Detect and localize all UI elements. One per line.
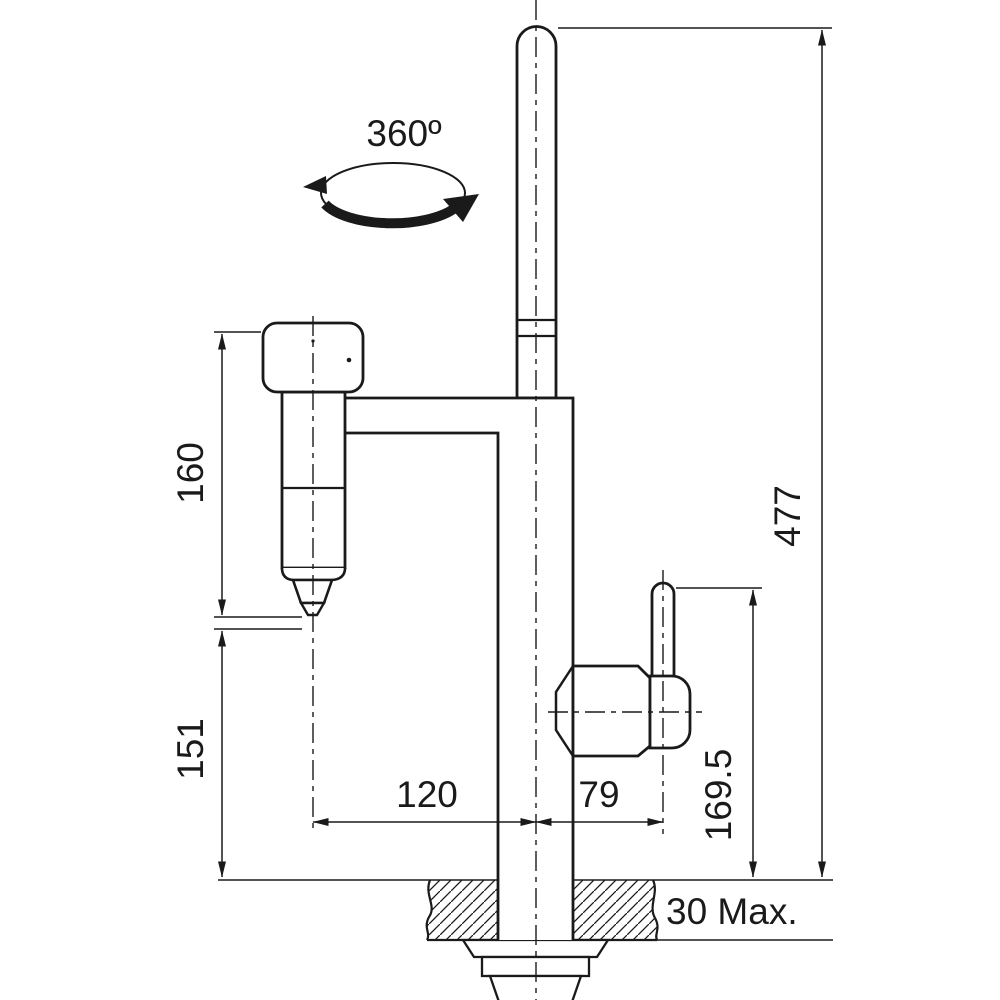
break-line-left xyxy=(425,879,433,941)
rotation-angle-label: 360º xyxy=(366,113,442,154)
side-handle xyxy=(554,581,692,758)
handle-body xyxy=(571,664,652,758)
dim-79-label: 79 xyxy=(578,774,619,815)
dispenser-cap-detail xyxy=(346,357,352,363)
handle-joint-chamfer xyxy=(554,665,575,757)
dim-30-max-label: 30 Max. xyxy=(666,891,798,932)
counter-slab-right xyxy=(571,880,658,940)
rotation-arrow-icon xyxy=(303,162,479,229)
column-fill xyxy=(344,398,573,940)
centerlines xyxy=(312,0,702,1000)
dispenser-nozzle-tip xyxy=(298,601,327,617)
dim-477-label: 477 xyxy=(767,485,808,547)
dim-160-label: 160 xyxy=(170,442,211,504)
dimension-lines xyxy=(214,27,832,878)
break-line-right xyxy=(651,879,659,941)
dimension-labels: 360º 160 151 120 79 169.5 477 30 Max. xyxy=(170,113,808,932)
dim-169-5-label: 169.5 xyxy=(698,749,739,842)
dim-151-label: 151 xyxy=(170,718,211,780)
handle-lever xyxy=(650,581,676,682)
dim-120-label: 120 xyxy=(396,774,458,815)
faucet-body xyxy=(261,25,692,940)
counter-slab-left xyxy=(426,880,500,940)
dispenser-cap-dot xyxy=(311,339,315,343)
